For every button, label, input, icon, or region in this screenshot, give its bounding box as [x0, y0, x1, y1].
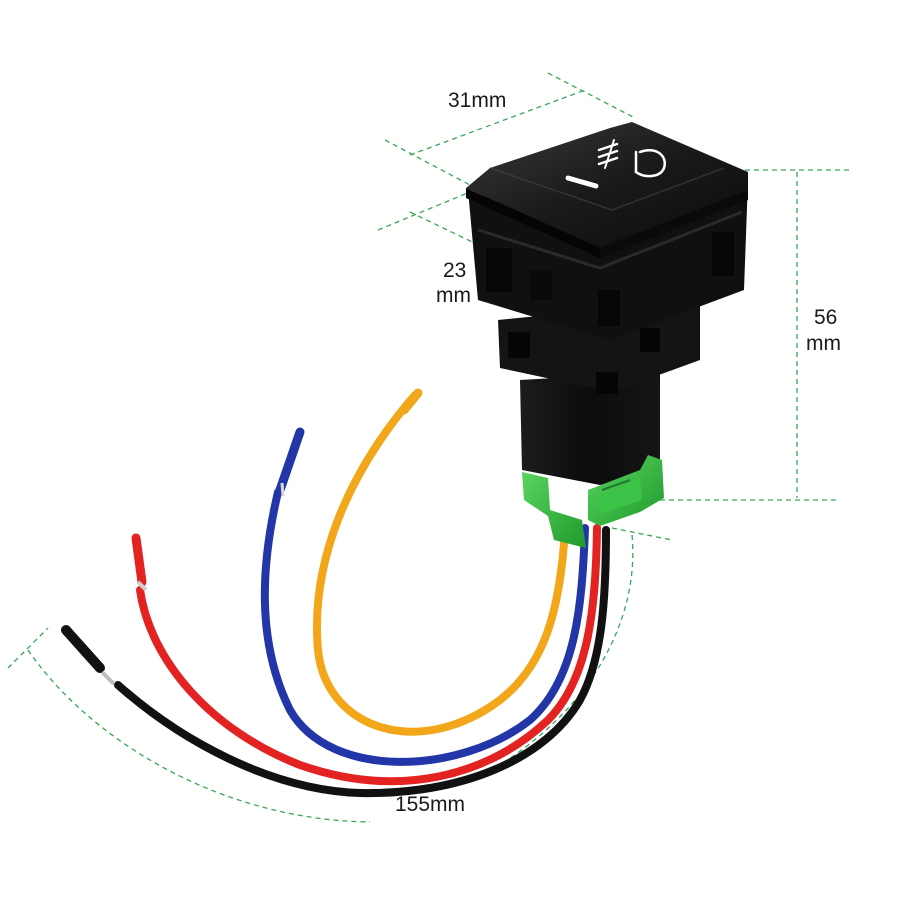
black-wire	[114, 526, 610, 798]
depth-value-label: 23	[443, 259, 466, 282]
switch-lower-housing	[520, 372, 660, 485]
height-unit-label: mm	[806, 332, 841, 355]
green-connector	[522, 455, 664, 548]
rocker-cap	[466, 122, 748, 248]
yellow-wire	[313, 391, 569, 736]
rocker-switch	[466, 122, 748, 485]
height-value-label: 56	[814, 306, 837, 329]
fog-light-icon	[597, 139, 667, 178]
blue-wire	[260, 488, 589, 766]
wire-length-label: 155mm	[395, 793, 465, 816]
red-wire	[136, 524, 601, 786]
depth-unit-label: mm	[436, 284, 471, 307]
width-label: 31mm	[448, 89, 506, 112]
wire-harness	[61, 388, 610, 798]
dash-indicator-icon	[565, 175, 599, 189]
